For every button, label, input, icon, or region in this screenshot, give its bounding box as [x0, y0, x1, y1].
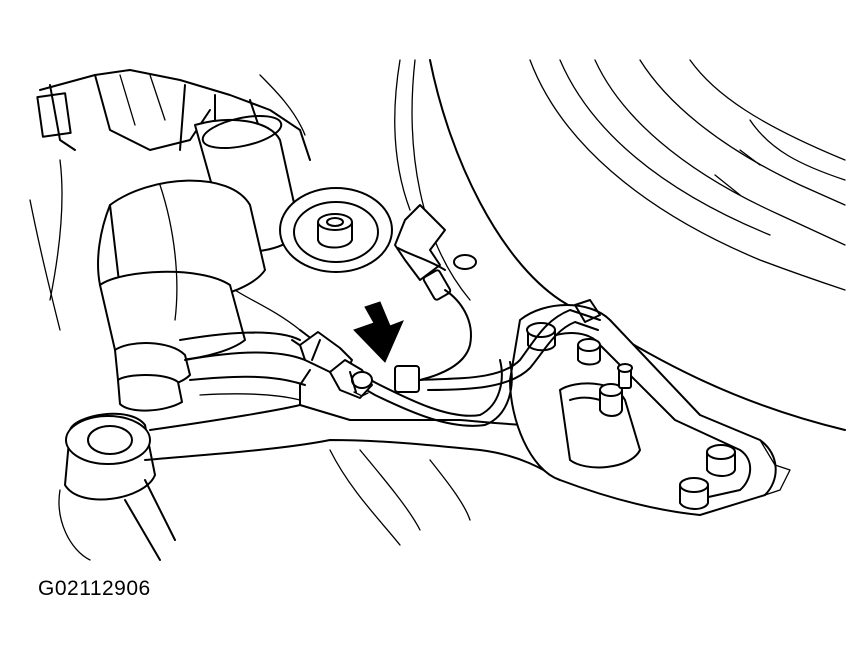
bolt-icon — [706, 444, 736, 477]
bolt-icon — [526, 322, 556, 352]
hose-bracket — [394, 204, 477, 301]
shock-absorber — [97, 114, 301, 412]
lower-contours — [329, 449, 471, 546]
bolt-icon — [679, 477, 709, 510]
sensor-connector — [394, 365, 420, 393]
bolt-icon — [577, 338, 601, 366]
plate-bolts — [526, 322, 736, 510]
upper-housing — [29, 69, 311, 331]
brake-fitting — [299, 331, 373, 399]
upper-mount — [279, 187, 393, 273]
lower-bushing — [58, 412, 176, 561]
down-arrow-icon — [353, 301, 404, 363]
figure-code: G02112906 — [38, 577, 151, 600]
body-panel-lines — [394, 59, 846, 431]
stud-icon — [599, 363, 633, 417]
